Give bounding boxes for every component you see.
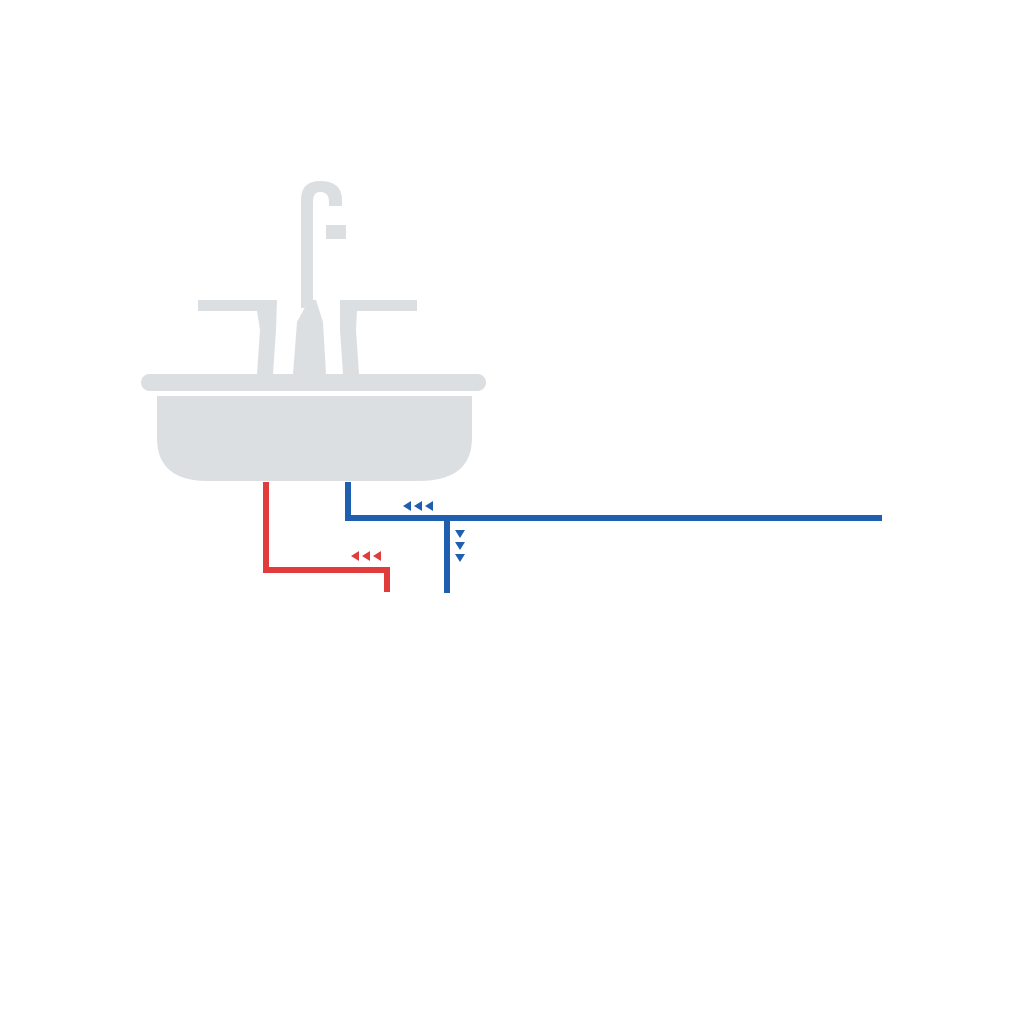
sink-basin [157,396,472,481]
flow-arrow [362,551,370,561]
faucet-aerator [326,225,346,239]
faucet-handle-right [340,300,417,374]
hot-water-pipe [263,482,390,592]
flow-arrow [425,501,433,511]
faucet-handle-left [198,300,277,374]
triple-arrow-left-icon [403,501,433,511]
cold-water-pipe [345,482,882,521]
triple-arrow-down-icon [455,530,465,562]
flow-arrow [373,551,381,561]
flow-arrow [455,554,465,562]
triple-arrow-left-icon [351,551,381,561]
flow-arrow [403,501,411,511]
flow-arrow [455,530,465,538]
faucet-spout [301,181,342,308]
flow-arrow [351,551,359,561]
faucet-icon [198,181,417,374]
flow-arrow [414,501,422,511]
flow-arrow [455,542,465,550]
faucet-neck [293,300,326,374]
sink-rim [141,374,486,391]
sink-icon [141,181,486,481]
